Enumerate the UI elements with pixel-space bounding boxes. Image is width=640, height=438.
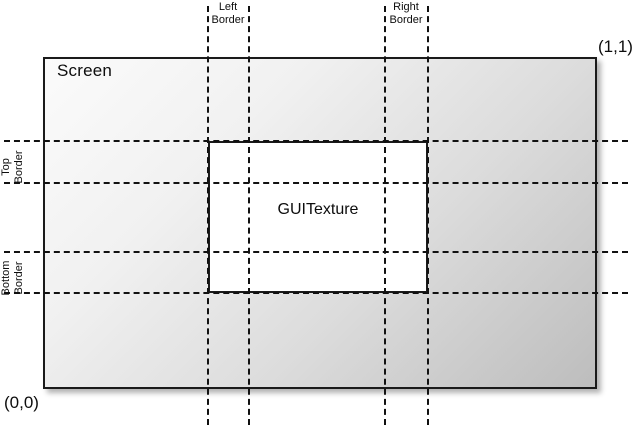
bottom-border-guide-inner-line — [4, 251, 628, 253]
screen-label: Screen — [57, 61, 113, 80]
guitexture-label: GUITexture — [277, 201, 359, 218]
left-border-guide-inner-line — [207, 6, 209, 425]
right-border-guide-inner-line — [384, 6, 386, 425]
guitexture-rectangle — [208, 141, 428, 293]
screen-max-coordinate-label: (1,1) — [598, 37, 633, 56]
screen-origin-coordinate-label: (0,0) — [4, 393, 39, 412]
right-border-label: Right Border — [389, 1, 423, 26]
top-border-guide-inner-line — [4, 182, 628, 184]
bottom-border-guide-outer-line — [4, 292, 628, 294]
top-border-label: Top Border — [0, 150, 25, 184]
top-border-guide-outer-line — [4, 140, 628, 142]
bottom-border-label: Bottom Border — [0, 260, 25, 296]
left-border-guide-outer-line — [248, 6, 250, 425]
left-border-label: Left Border — [211, 1, 245, 26]
right-border-guide-outer-line — [427, 6, 429, 425]
